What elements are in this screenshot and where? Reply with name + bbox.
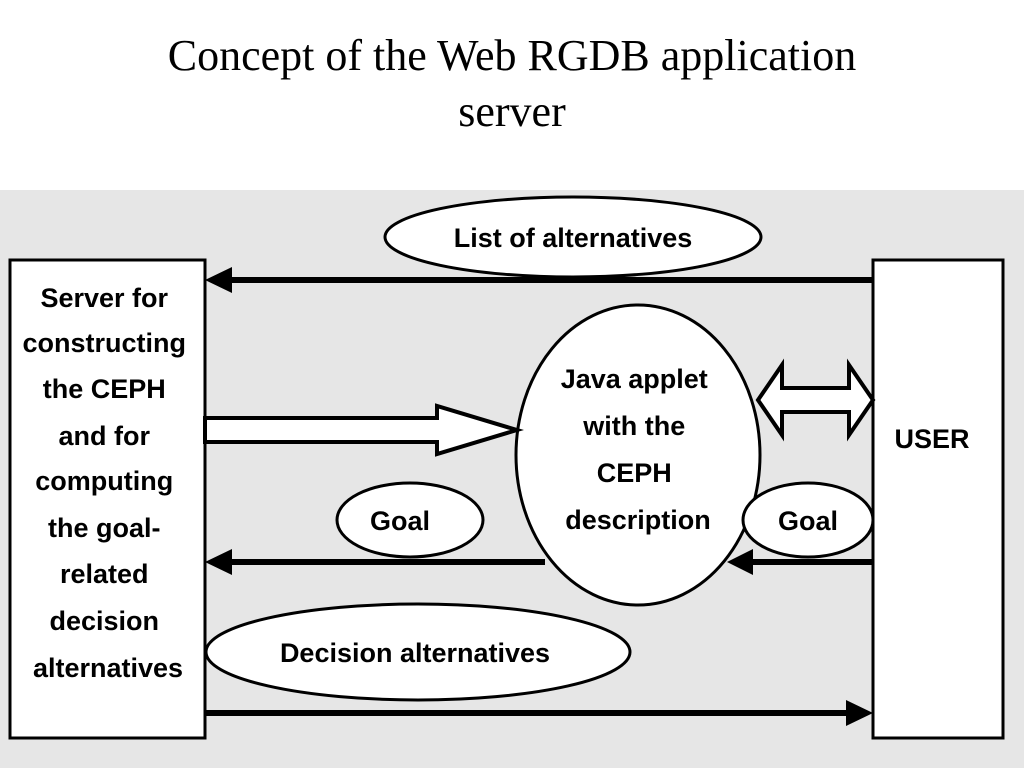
- decision-arrow-head: [846, 700, 873, 726]
- slide-title: Concept of the Web RGDB application serv…: [0, 28, 1024, 140]
- slide-title-line-2: server: [458, 87, 566, 136]
- goal-arrow-right-head: [727, 549, 753, 575]
- architecture-diagram: Server for constructing the CEPH and for…: [0, 190, 1024, 768]
- decision-alternatives-ellipse: [204, 602, 632, 702]
- user-box: [871, 258, 1005, 740]
- server-box-text: Server for constructing the CEPH and for…: [22, 283, 193, 683]
- java-applet-ellipse: [514, 303, 762, 607]
- list-arrow-head: [205, 267, 232, 293]
- goal-arrow-left-head: [205, 549, 232, 575]
- server-to-applet-arrow: [203, 403, 524, 457]
- server-box: [8, 258, 207, 740]
- goal-right-text: Goal: [778, 506, 838, 536]
- applet-user-double-arrow: [755, 358, 876, 442]
- list-of-alternatives-text: List of alternatives: [454, 223, 693, 253]
- slide-title-line-1: Concept of the Web RGDB application: [167, 31, 857, 80]
- user-box-text: USER: [894, 424, 969, 454]
- goal-left-text: Goal: [370, 506, 430, 536]
- decision-alternatives-text: Decision alternatives: [280, 638, 550, 668]
- goal-right-ellipse: [741, 481, 875, 559]
- java-applet-text: Java applet with the CEPH description: [561, 364, 716, 535]
- goal-left-ellipse: [335, 481, 485, 559]
- diagram-canvas: Server for constructing the CEPH and for…: [8, 195, 1005, 740]
